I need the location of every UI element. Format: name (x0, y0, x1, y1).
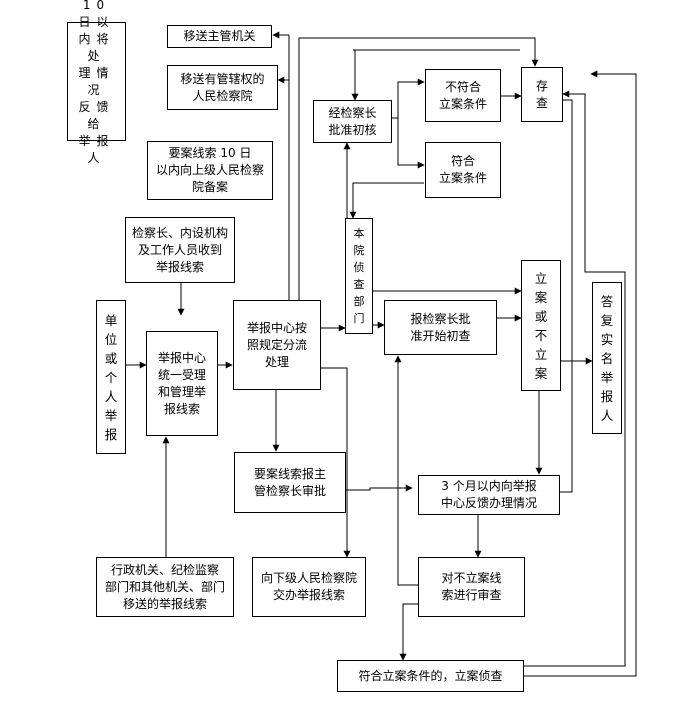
node-key-case-approval: 要案线索报主管检察长审批 (234, 452, 346, 513)
node-admin-transfer: 行政机关、纪检监察部门和其他机关、部门移送的举报线索 (96, 557, 234, 617)
node-meet-criteria: 符合立案条件 (425, 142, 501, 198)
node-feedback-to-reporter-10day: 10 日以内将处理情况反馈给举报人 (67, 0, 126, 165)
node-file-investigate: 符合立案条件的，立案侦查 (337, 660, 524, 692)
edge-approve-noncomp (397, 78, 425, 118)
node-report-start-investigation: 报检察长批准开始初查 (384, 300, 497, 355)
node-file-or-not: 立案或不立案 (521, 260, 561, 391)
node-key-case-record: 要案线索 10 日以内向上级人民检察院备案 (147, 141, 273, 200)
node-3month-feedback: 3 个月以内向举报中心反馈办理情况 (418, 475, 560, 515)
edge-keycase-feedback (346, 484, 413, 492)
node-transfer-competent-authority: 移送主管机关 (167, 25, 272, 48)
node-archive: 存查 (521, 67, 563, 122)
edge-feedback-archive (560, 99, 573, 493)
node-transfer-jurisdiction: 移送有管辖权的人民检察院 (167, 65, 278, 110)
edge-comp-dept (349, 182, 424, 219)
node-reply-reporter: 答复实名举报人 (592, 282, 622, 434)
node-report-center-divert: 举报中心按照规定分流处理 (233, 300, 321, 390)
edge-approve-comp (397, 118, 425, 169)
node-lower-procuratorate: 向下级人民检察院交办举报线索 (252, 557, 366, 617)
node-approve-preliminary: 经检察长批准初核 (313, 100, 392, 143)
node-review-unfiled: 对不立案线索进行审查 (418, 557, 525, 617)
node-unit-or-individual: 单位或个人举报 (96, 300, 126, 454)
node-procurator-received: 检察长、内设机构及工作人员收到举报线索 (125, 217, 235, 283)
node-report-center-accept: 举报中心统一受理和管理举报线索 (146, 331, 218, 436)
edge-review-final (399, 603, 418, 661)
edge-review-report (394, 355, 418, 586)
edge-final-archive (524, 70, 637, 677)
node-not-meet-criteria: 不符合立案条件 (425, 69, 501, 122)
edge-divert-lower (310, 367, 351, 558)
node-investigation-dept: 本院侦查部门 (345, 218, 373, 334)
edge-final-filing (524, 90, 626, 667)
edge-divert-up2 (298, 37, 539, 300)
